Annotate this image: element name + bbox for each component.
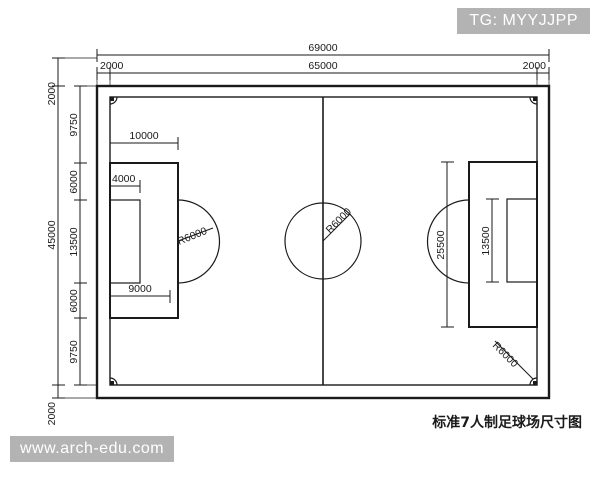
right-penalty-width-dimension (441, 161, 454, 328)
left-bottom-runoff-label: 2000 (46, 402, 58, 426)
right-goal-area-width-label: 13500 (480, 226, 492, 255)
corner-mark-tr (533, 97, 537, 101)
corner-arc-top-right (529, 96, 538, 105)
top-right-runoff-label: 2000 (523, 60, 547, 72)
left-overall-dimension-label: 45000 (46, 220, 58, 249)
left-chain-label-1: 9750 (68, 113, 80, 137)
left-chain-label-4: 6000 (68, 289, 80, 313)
left-penalty-depth-label: 10000 (129, 130, 158, 142)
left-chain-label-5: 9750 (68, 340, 80, 364)
corner-arc-bottom-right (529, 377, 538, 386)
left-goal-area (109, 199, 141, 284)
watermark-top-right: TG: MYYJJPP (457, 8, 590, 34)
centre-circle (284, 202, 362, 280)
top-overall-dimension-label: 69000 (308, 42, 337, 54)
centre-circle-radius-leader (322, 213, 351, 242)
top-dimension-group (96, 49, 550, 88)
left-goal-area-depth-dimension (110, 180, 141, 193)
top-playing-length-label: 65000 (308, 60, 337, 72)
left-dimension-group (52, 57, 97, 399)
left-arc-radius-leader (177, 227, 214, 242)
watermark-bottom-left: www.arch-edu.com (10, 436, 175, 462)
corner-arc-bottom-left (109, 377, 118, 386)
left-penalty-depth-dimension (109, 131, 179, 150)
left-top-runoff-label: 2000 (46, 82, 58, 106)
corner-arcs (109, 96, 538, 386)
corner-flag-marks (110, 97, 537, 385)
left-goal-area-width-label: 9000 (128, 283, 152, 295)
corner-mark-br (533, 381, 537, 385)
top-left-runoff-label: 2000 (100, 60, 124, 72)
left-goal-area-width-dimension (110, 290, 171, 303)
left-penalty-arc (177, 199, 221, 284)
drawing-caption: 标准7人制足球场尺寸图 (432, 415, 582, 431)
right-penalty-width-label: 25500 (435, 230, 447, 259)
right-goal-area-width-dimension (486, 198, 499, 283)
left-chain-label-2: 6000 (68, 170, 80, 194)
corner-arc-radius-leader (494, 340, 534, 380)
left-chain-label-3: 13500 (68, 227, 80, 256)
right-penalty-arc (426, 199, 470, 284)
corner-arc-top-left (109, 96, 118, 105)
corner-mark-tl (110, 97, 114, 101)
left-goal-area-depth-label: 4000 (112, 173, 136, 185)
corner-mark-bl (110, 381, 114, 385)
right-goal-area (506, 198, 538, 283)
